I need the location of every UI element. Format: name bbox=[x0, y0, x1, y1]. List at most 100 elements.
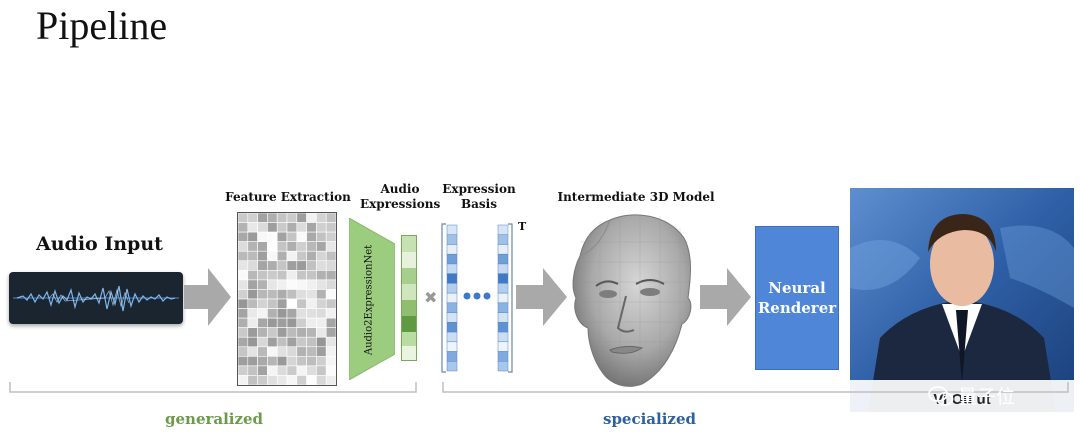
feature-cell bbox=[247, 270, 258, 281]
feature-cell bbox=[316, 212, 327, 223]
basis-cell bbox=[497, 361, 509, 372]
basis-cell bbox=[446, 341, 458, 352]
audio-input-label: Audio Input bbox=[36, 233, 163, 255]
feature-cell bbox=[247, 346, 258, 357]
feature-cell bbox=[247, 317, 258, 328]
feature-cell bbox=[296, 212, 307, 223]
feature-cell bbox=[316, 270, 327, 281]
feature-cell bbox=[247, 356, 258, 367]
feature-cell bbox=[237, 336, 249, 348]
feature-cell bbox=[247, 298, 258, 309]
feature-cell bbox=[316, 308, 327, 319]
feature-cell bbox=[296, 327, 307, 338]
feature-cell bbox=[286, 317, 298, 328]
feature-cell bbox=[267, 327, 278, 338]
feature-cell bbox=[267, 222, 278, 233]
feature-cell bbox=[247, 289, 258, 300]
audio2expression-net-label: Audio2ExpressionNet bbox=[363, 244, 375, 356]
basis-cell bbox=[446, 361, 458, 372]
feature-cell bbox=[267, 317, 278, 328]
feature-cell bbox=[325, 289, 337, 300]
feature-cell bbox=[286, 279, 298, 290]
basis-cell bbox=[497, 234, 509, 245]
feature-cell bbox=[247, 327, 258, 338]
feature-cell bbox=[306, 298, 317, 309]
feature-cell bbox=[257, 336, 268, 348]
feature-cell bbox=[257, 212, 268, 223]
feature-cell bbox=[267, 270, 278, 281]
feature-cell bbox=[325, 298, 337, 309]
feature-cell bbox=[257, 346, 268, 357]
feature-cell bbox=[267, 260, 278, 271]
feature-cell bbox=[296, 260, 307, 271]
feature-cell bbox=[296, 250, 307, 262]
feature-cell bbox=[286, 365, 298, 376]
feature-cell bbox=[267, 231, 278, 242]
feature-cell bbox=[237, 260, 249, 271]
audio-expressions-vector bbox=[401, 235, 417, 361]
feature-cell bbox=[325, 356, 337, 367]
feature-cell bbox=[306, 231, 317, 242]
feature-cell bbox=[286, 212, 298, 223]
watermark-text: 量子位 bbox=[958, 386, 1016, 408]
feature-cell bbox=[296, 317, 307, 328]
multiply-icon: ✖ bbox=[424, 288, 438, 307]
feature-cell bbox=[257, 222, 268, 233]
feature-cell bbox=[296, 222, 307, 233]
feature-cell bbox=[286, 250, 298, 262]
feature-cell bbox=[316, 365, 327, 376]
arrow-3-icon bbox=[700, 268, 751, 326]
feature-cell bbox=[306, 289, 317, 300]
arrow-2-icon bbox=[516, 268, 567, 326]
feature-cell bbox=[276, 241, 288, 252]
basis-cell bbox=[446, 253, 458, 265]
feature-cell bbox=[316, 241, 327, 252]
watermark: 量子位 bbox=[928, 382, 1015, 409]
feature-cell bbox=[276, 298, 288, 309]
basis-cell bbox=[446, 224, 458, 235]
basis-cell bbox=[497, 253, 509, 265]
neural-renderer-label-line2: Renderer bbox=[757, 299, 837, 317]
feature-cell bbox=[276, 212, 288, 223]
neural-renderer-label-line1: Neural bbox=[768, 279, 826, 297]
basis-cell bbox=[446, 312, 458, 323]
feature-cell bbox=[306, 270, 317, 281]
feature-cell bbox=[247, 241, 258, 252]
feature-cell bbox=[276, 270, 288, 281]
feature-cell bbox=[316, 222, 327, 233]
audio2expression-net-shape bbox=[349, 218, 395, 380]
feature-cell bbox=[316, 260, 327, 271]
feature-cell bbox=[325, 279, 337, 290]
feature-cell bbox=[276, 260, 288, 271]
feature-cell bbox=[237, 327, 249, 338]
feature-cell bbox=[286, 356, 298, 367]
feature-cell bbox=[325, 212, 337, 223]
feature-cell bbox=[296, 241, 307, 252]
feature-cell bbox=[257, 308, 268, 319]
output-video-frame: Vi Ou ut bbox=[850, 188, 1074, 412]
audio-expressions-label-line1: Audio bbox=[380, 182, 420, 196]
feature-cell bbox=[267, 356, 278, 367]
news-anchor-image bbox=[850, 188, 1074, 412]
feature-cell bbox=[247, 222, 258, 233]
basis-cell bbox=[497, 351, 509, 362]
feature-cell bbox=[237, 317, 249, 328]
feature-cell bbox=[316, 346, 327, 357]
feature-cell bbox=[296, 365, 307, 376]
feature-cell bbox=[286, 270, 298, 281]
feature-cell bbox=[325, 231, 337, 242]
basis-cell bbox=[446, 283, 458, 294]
intermediate-3d-model-label: Intermediate 3D Model bbox=[557, 190, 715, 204]
transpose-label: T bbox=[518, 220, 527, 233]
feature-cell bbox=[247, 250, 258, 262]
basis-cell bbox=[446, 331, 458, 343]
basis-cell bbox=[446, 263, 458, 274]
feature-cell bbox=[316, 327, 327, 338]
feature-cell bbox=[237, 250, 249, 262]
basis-cell bbox=[497, 283, 509, 294]
feature-cell bbox=[247, 308, 258, 319]
feature-cell bbox=[286, 327, 298, 338]
feature-cell bbox=[325, 327, 337, 338]
feature-cell bbox=[267, 250, 278, 262]
feature-cell bbox=[316, 250, 327, 262]
